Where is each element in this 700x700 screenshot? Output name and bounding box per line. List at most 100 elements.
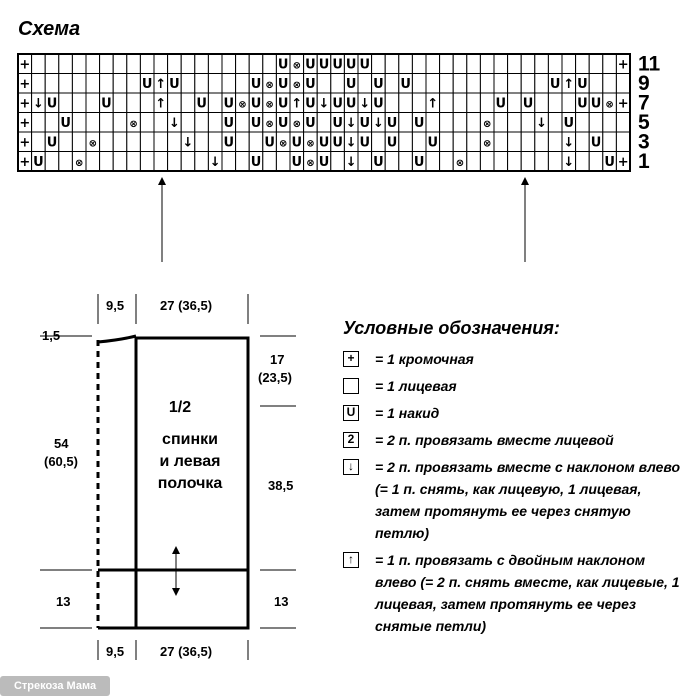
- grid-cell: [85, 151, 101, 172]
- grid-cell: [398, 53, 413, 74]
- stitch-symbol: U: [278, 77, 289, 92]
- grid-cell: [520, 112, 536, 133]
- grid-cell: [507, 92, 522, 113]
- grid-cell: [112, 112, 128, 133]
- grid-cell: [561, 92, 577, 113]
- stitch-symbol: U: [332, 136, 343, 151]
- grid-cell: [575, 151, 590, 172]
- stitch-symbol: ↓: [346, 155, 357, 170]
- grid-cell: [126, 131, 141, 152]
- grid-cell: [180, 92, 196, 113]
- stitch-symbol: U: [319, 58, 330, 73]
- grid-cell: [167, 131, 182, 152]
- stitch-symbol: U: [278, 58, 289, 73]
- grid-cell: [425, 151, 441, 172]
- legend-item: U= 1 накид: [343, 402, 688, 424]
- grid-cell: [520, 131, 536, 152]
- grid-cell: [547, 112, 563, 133]
- grid-cell: [44, 73, 60, 94]
- grid-cell: [602, 112, 617, 133]
- stitch-symbol: ⊗: [279, 139, 287, 150]
- stitch-symbol: U: [47, 136, 58, 151]
- grid-cell: [411, 73, 427, 94]
- stitch-symbol: ⊗: [238, 100, 246, 111]
- dim-shoulder: 1,5: [42, 328, 60, 343]
- grid-cell: [384, 73, 400, 94]
- stitch-symbol: ↓: [33, 97, 44, 112]
- stitch-symbol: U: [224, 116, 235, 131]
- stitch-symbol: ⊗: [129, 119, 137, 130]
- stitch-symbol: ↓: [319, 97, 330, 112]
- grid-cell: [194, 112, 209, 133]
- grid-cell: [493, 131, 509, 152]
- panel-label-3: и левая: [160, 453, 221, 470]
- grid-cell: [507, 151, 522, 172]
- stitch-symbol: ↓: [183, 136, 194, 151]
- dim-left-bottom: 13: [56, 594, 70, 609]
- dim-bottom-left: 9,5: [106, 644, 124, 659]
- grid-cell: [194, 53, 209, 74]
- grid-cell: [547, 151, 563, 172]
- stitch-symbol: U: [360, 136, 371, 151]
- stitch-symbol: U: [60, 116, 71, 131]
- stitch-symbol: U: [496, 97, 507, 112]
- grid-cell: [466, 151, 481, 172]
- grid-cell: [534, 92, 549, 113]
- grid-cell: [425, 53, 441, 74]
- grid-cell: [507, 73, 522, 94]
- grid-cell: [58, 73, 73, 94]
- stitch-symbol: ↑: [427, 97, 438, 112]
- grid-cell: [85, 53, 101, 74]
- grid-cell: [534, 53, 549, 74]
- stitch-symbol: ↓: [169, 116, 180, 131]
- grid-cell: [194, 131, 209, 152]
- legend-title: Условные обозначения:: [343, 318, 560, 338]
- stitch-symbol: U: [142, 77, 153, 92]
- stitch-symbol: ⊗: [265, 100, 273, 111]
- stitch-symbol: U: [305, 58, 316, 73]
- grid-cell: [575, 112, 590, 133]
- grid-cell: [44, 151, 60, 172]
- row-number: 3: [638, 131, 650, 154]
- grid-cell: [71, 92, 87, 113]
- schema-title: Схема: [18, 18, 81, 40]
- knit-stitch-icon: [343, 378, 359, 394]
- stitch-symbol: ⊗: [293, 119, 301, 130]
- stitch-symbol: +: [19, 136, 30, 151]
- grid-cell: [248, 131, 264, 152]
- grid-cell: [439, 53, 454, 74]
- grid-cell: [534, 73, 549, 94]
- grid-cell: [479, 92, 495, 113]
- grid-cell: [520, 53, 536, 74]
- grid-cell: [411, 53, 427, 74]
- grid-cell: [112, 131, 128, 152]
- grid-cell: [221, 53, 237, 74]
- stitch-symbol: ↓: [359, 97, 370, 112]
- grid-cell: [58, 92, 73, 113]
- stitch-symbol: U: [360, 58, 371, 73]
- stitch-symbol: ⊗: [265, 119, 273, 130]
- grid-cell: [588, 112, 604, 133]
- grid-cell: [452, 112, 468, 133]
- grid-cell: [180, 112, 196, 133]
- grid-cell: [112, 92, 128, 113]
- grid-cell: [99, 112, 114, 133]
- stitch-symbol: U: [292, 155, 303, 170]
- stitch-symbol: U: [305, 97, 316, 112]
- stitch-symbol: ⊗: [605, 100, 613, 111]
- grid-cell: [398, 131, 413, 152]
- grid-cell: [44, 112, 60, 133]
- stitch-symbol: U: [373, 97, 384, 112]
- grid-cell: [452, 131, 468, 152]
- grid-cell: [207, 92, 223, 113]
- yarn-over-icon: U: [343, 405, 359, 421]
- grid-cell: [153, 112, 169, 133]
- grid-cell: [139, 151, 155, 172]
- stitch-symbol: U: [373, 155, 384, 170]
- grid-cell: [126, 151, 141, 172]
- stitch-symbol: ↓: [346, 116, 357, 131]
- legend-item: = 1 лицевая: [343, 375, 688, 397]
- grid-cell: [31, 131, 46, 152]
- stitch-symbol: U: [251, 97, 262, 112]
